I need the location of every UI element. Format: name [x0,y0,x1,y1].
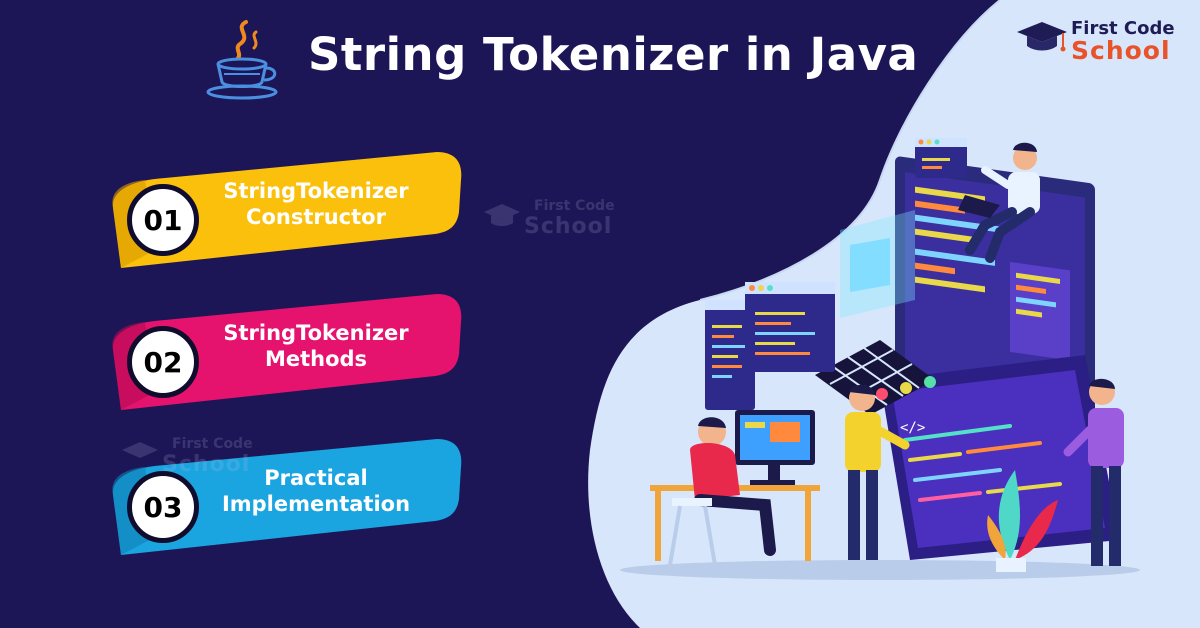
item-number-badge: 02 [127,326,199,398]
item-label-line2: Methods [264,347,368,371]
item-number-badge: 01 [127,184,199,256]
plant [987,470,1058,572]
watermark-school: School [162,452,251,477]
list-item-1: 01 StringTokenizer Constructor [105,150,465,270]
item-label-line1: StringTokenizer [223,321,409,345]
watermark-school: School [524,214,613,239]
item-number: 01 [143,203,183,237]
brand-name-school: School [1071,36,1171,65]
item-label-line1: Practical [264,466,368,490]
item-number: 03 [143,490,183,524]
item-label: StringTokenizer Methods [205,320,427,372]
person-top [958,142,1040,263]
code-window [745,282,835,372]
person-standing-yellow [845,384,910,560]
item-label: StringTokenizer Constructor [205,178,427,230]
graduation-cap-icon [122,442,158,458]
code-window [705,300,755,410]
java-cup-icon [206,20,278,100]
watermark-logo: First Code School [120,436,280,484]
brand-name-first: First Code [1071,18,1175,39]
watermark-first: First Code [534,198,615,214]
item-label-line1: StringTokenizer [223,179,409,203]
item-label: Practical Implementation [205,465,427,517]
list-item-3: 03 Practical Implementation [105,437,465,557]
code-window [915,138,967,178]
code-tag: </> [900,420,925,436]
item-label-line2: Implementation [221,492,411,516]
item-number-badge: 03 [127,471,199,543]
watermark-logo: First Code School [482,198,642,246]
page-title: String Tokenizer in Java [308,28,919,81]
brand-logo: First Code School [1015,16,1190,66]
list-item-2: 02 StringTokenizer Methods [105,292,465,412]
person-standing-purple [1063,378,1124,566]
person-seated [650,410,820,566]
graduation-cap-icon [484,204,520,226]
watermark-first: First Code [172,436,253,452]
graduation-cap-icon [1017,22,1067,52]
item-number: 02 [143,345,183,379]
item-label-line2: Constructor [246,205,386,229]
